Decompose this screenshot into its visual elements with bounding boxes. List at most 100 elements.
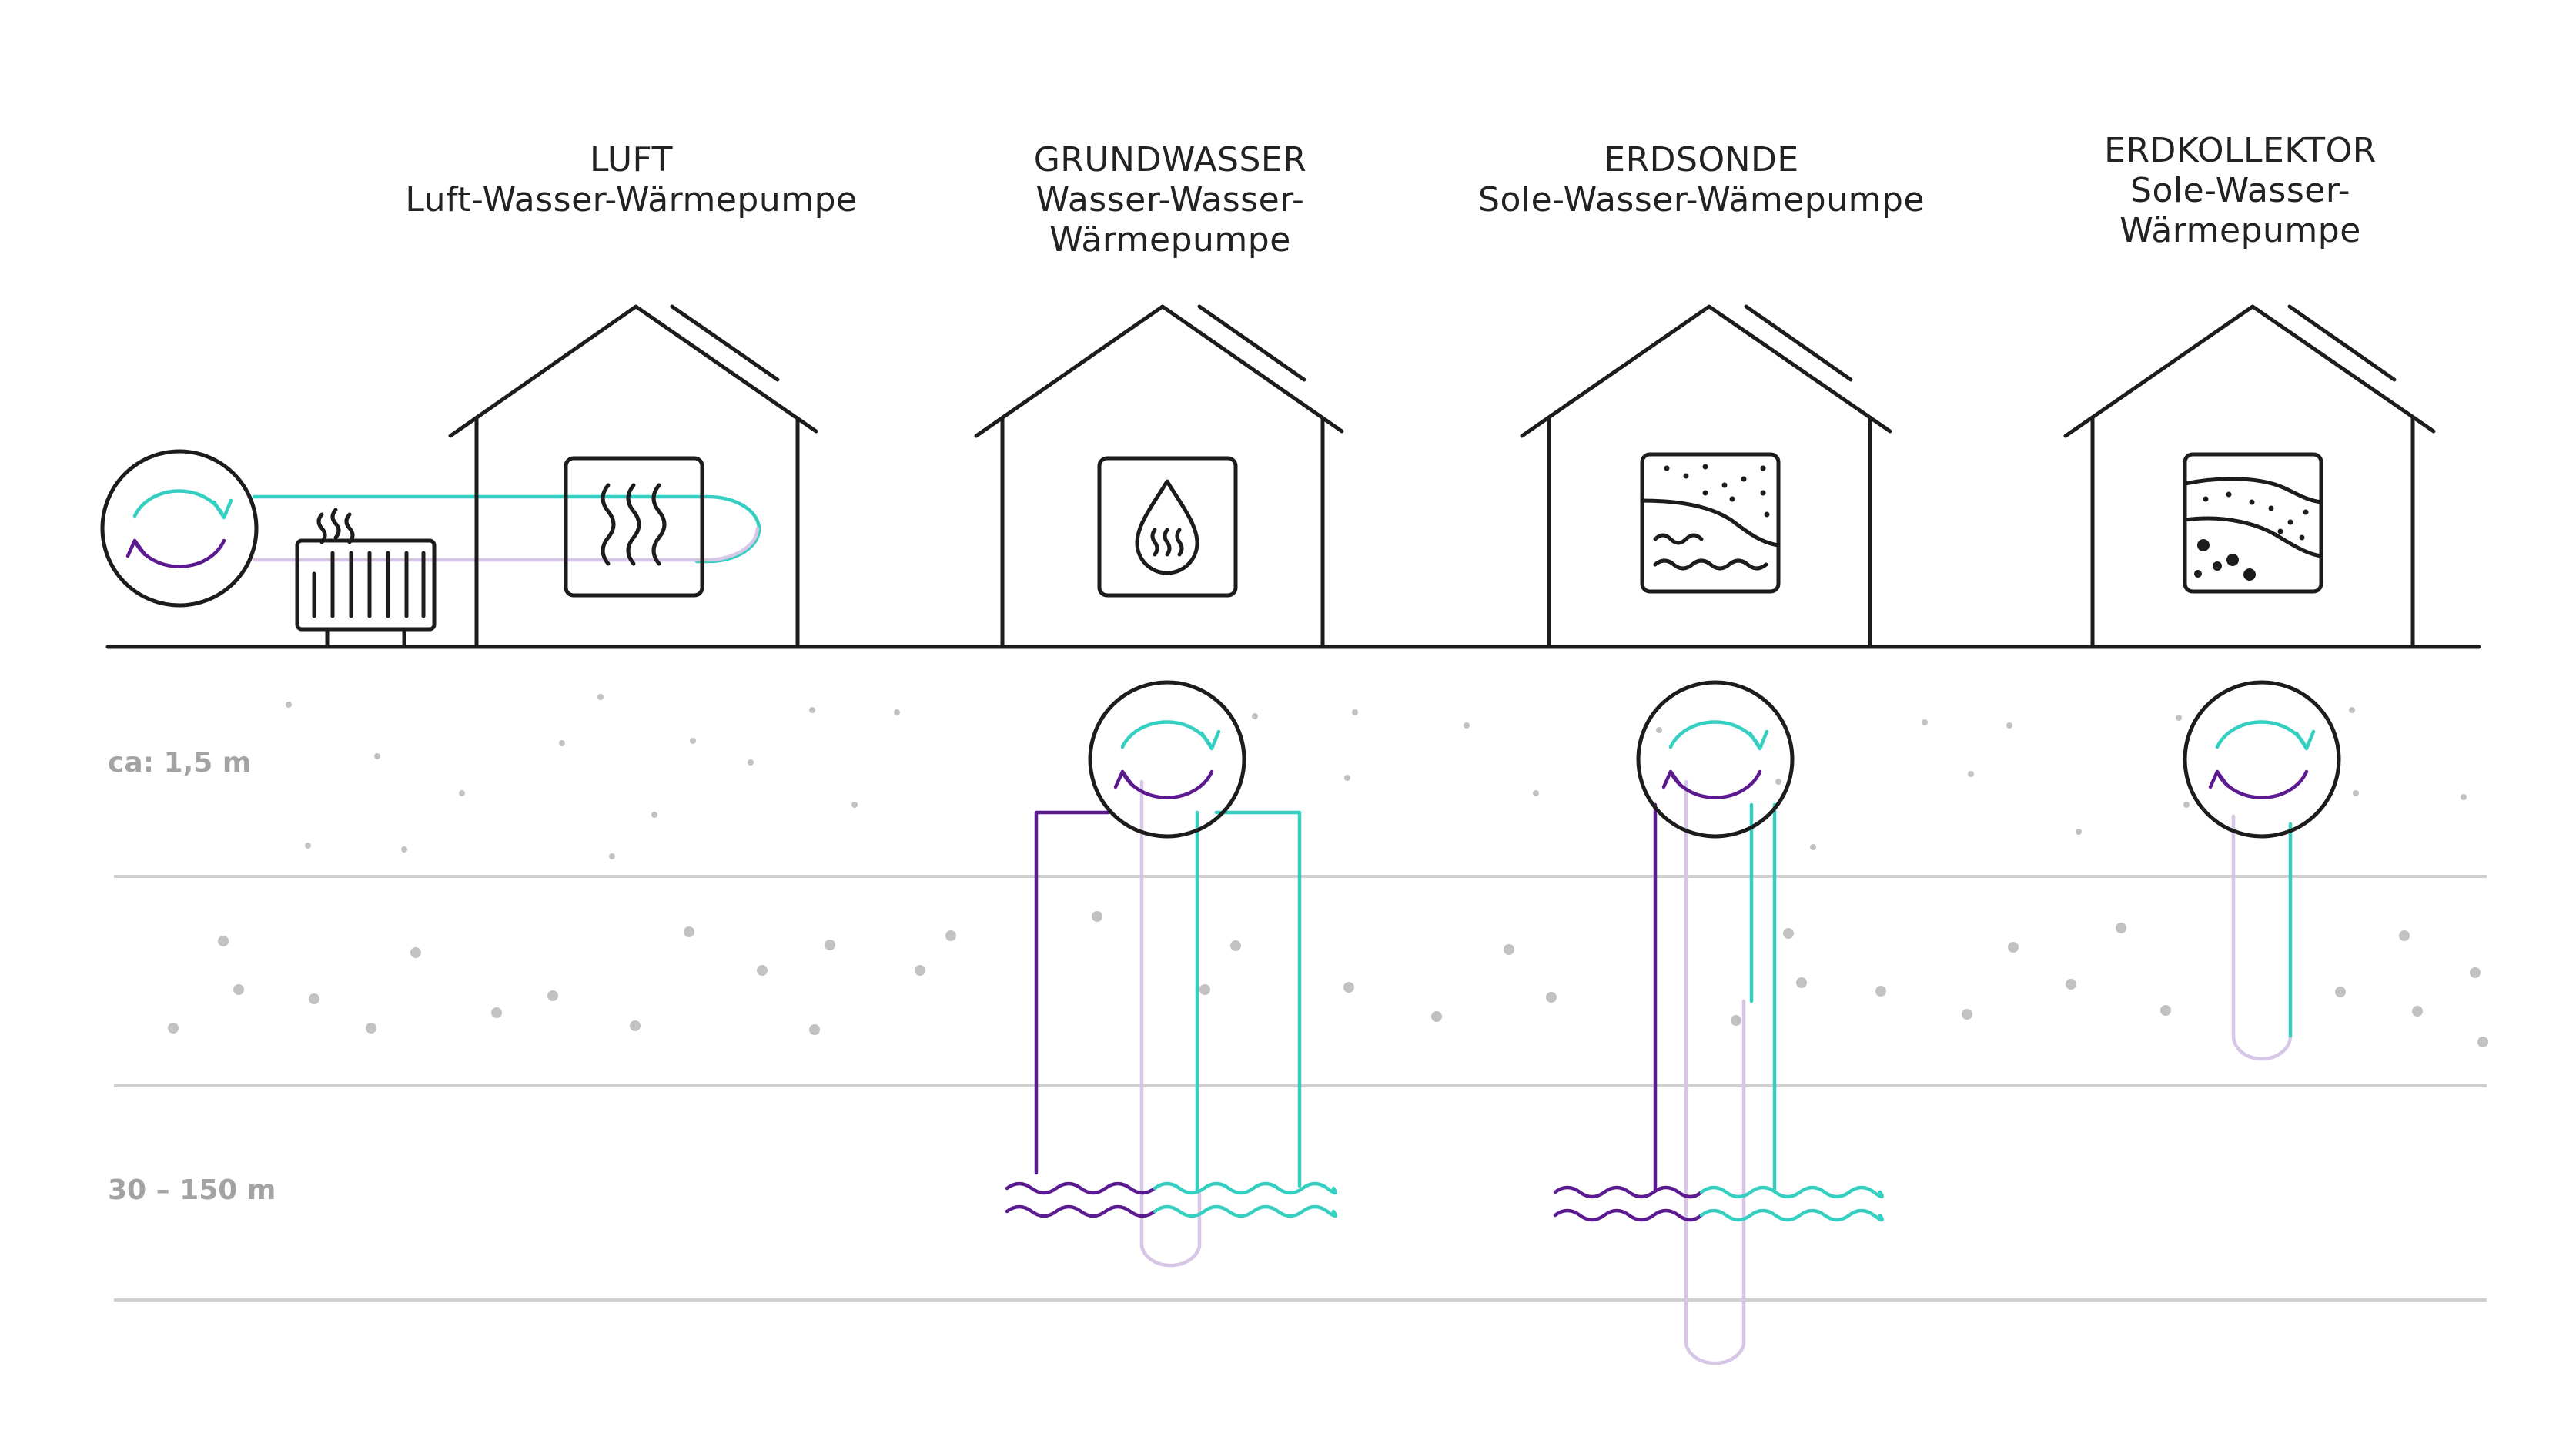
soil-dot — [309, 993, 319, 1004]
water-drop-icon — [1097, 456, 1238, 598]
house-luft-roof — [448, 304, 818, 438]
soil-dot — [609, 853, 615, 859]
title-luft-subtitle: Luft-Wasser-Wärmepumpe — [405, 180, 858, 219]
soil-dot — [1731, 1015, 1741, 1026]
soil-dot — [1252, 713, 1258, 719]
soil-dot — [2412, 1006, 2423, 1017]
house-erdkollektor — [2063, 304, 2436, 649]
soil-dot — [168, 1023, 179, 1034]
soil-dot — [684, 926, 694, 937]
title-grundwasser-heading: GRUNDWASSER — [1033, 140, 1307, 179]
house-grundwasser-roof — [974, 304, 1344, 438]
heat-pump-grundwasser — [1088, 680, 1246, 839]
house-erdkollektor-roof — [2063, 304, 2436, 438]
grundwasser-pipe-teal-outer — [1214, 810, 1302, 1188]
soil-dot — [2008, 942, 2019, 953]
soil-dot — [2477, 1037, 2488, 1047]
house-erdsonde-roof — [1520, 304, 1892, 438]
depth-label-shallow: ca: 1,5 m — [108, 747, 252, 779]
soil-dot — [1875, 986, 1886, 997]
soil-dot — [1656, 727, 1662, 733]
soil-dot — [1230, 940, 1241, 951]
title-luft: LUFT Luft-Wasser-Wärmepumpe — [370, 140, 893, 220]
house-erdkollektor-solar-panel — [2287, 304, 2397, 382]
title-erdkollektor-heading: ERDKOLLEKTOR — [2104, 131, 2377, 170]
soil-dot — [1546, 992, 1557, 1003]
soil-dot — [1464, 722, 1470, 729]
title-erdkollektor-subtitle-1: Sole-Wasser- — [2130, 171, 2350, 210]
soil-dot — [1796, 977, 1807, 988]
grundwasser-wave-1 — [1005, 1181, 1157, 1195]
soil-dot — [851, 802, 858, 808]
soil-dot — [547, 990, 558, 1001]
soil-stones-icon — [2183, 452, 2323, 594]
erdkollektor-pipe-lilac — [2231, 814, 2293, 1061]
erdsonde-wave-1 — [1553, 1185, 1704, 1199]
soil-dot — [2399, 930, 2410, 941]
soil-dot — [2349, 707, 2355, 713]
erdsonde-wave-2-teal — [1699, 1208, 1884, 1222]
soil-dot — [809, 1024, 820, 1035]
soil-dot — [1533, 790, 1539, 796]
soil-dot — [1968, 771, 1974, 777]
soil-dot — [2470, 967, 2481, 978]
soil-dot — [218, 936, 229, 946]
soil-dot — [459, 790, 465, 796]
soil-dot — [2066, 979, 2076, 990]
luft-system — [100, 304, 818, 649]
title-erdsonde-subtitle: Sole-Wasser-Wämepumpe — [1478, 180, 1925, 219]
soil-dot — [915, 965, 925, 976]
soil-dot — [1810, 844, 1816, 850]
heat-pump-luft — [100, 449, 259, 608]
soil-dot — [305, 843, 311, 849]
erdsonde-pipe-lilac — [1684, 779, 1746, 1365]
soil-dot — [1922, 719, 1928, 725]
grundwasser-pipe-lilac — [1139, 779, 1202, 1268]
house-erdsonde-solar-panel — [1744, 304, 1853, 382]
soil-dot — [2160, 1005, 2171, 1016]
soil-dot — [2335, 987, 2346, 997]
erdsonde-wave-2 — [1553, 1208, 1704, 1222]
luft-pipe-supply — [252, 494, 761, 564]
soil-dot — [366, 1023, 376, 1034]
soil-dot — [286, 702, 292, 708]
heat-pump-erdkollektor — [2183, 680, 2341, 839]
erdsonde-wave-1-teal — [1699, 1185, 1884, 1199]
title-luft-heading: LUFT — [590, 140, 673, 179]
soil-dot — [757, 965, 768, 976]
house-luft-solar-panel — [670, 304, 780, 382]
radiator-icon — [295, 508, 437, 648]
soil-dot — [491, 1007, 502, 1018]
title-erdkollektor-subtitle-2: Wärmepumpe — [2119, 211, 2361, 250]
soil-dot — [1343, 982, 1354, 993]
grundwasser-wave-2-teal — [1153, 1204, 1337, 1218]
soil-dot — [2353, 790, 2359, 796]
title-grundwasser-subtitle-1: Wasser-Wasser- — [1035, 180, 1305, 219]
house-erdsonde — [1520, 304, 1892, 649]
grundwasser-wave-1-teal — [1153, 1181, 1337, 1195]
soil-dot — [1199, 984, 1210, 995]
heat-waves-icon — [564, 456, 704, 598]
soil-dot — [233, 984, 244, 995]
soil-dot — [1092, 911, 1102, 922]
soil-dot — [2176, 715, 2182, 721]
grundwasser-system — [974, 304, 1344, 1268]
soil-dot — [1775, 779, 1781, 785]
soil-dot — [2183, 802, 2190, 808]
soil-dot — [945, 930, 956, 941]
soil-dots — [168, 694, 2488, 1047]
soil-dot — [374, 753, 380, 759]
heat-pump-erdsonde — [1636, 680, 1795, 839]
soil-dot — [651, 812, 657, 818]
grundwasser-pipe-purple — [1034, 810, 1111, 1175]
soil-dot — [597, 694, 604, 700]
soil-dot — [401, 846, 407, 853]
grundwasser-wave-2 — [1005, 1204, 1157, 1218]
soil-dot — [2076, 829, 2082, 835]
erdsonde-system — [1520, 304, 1892, 1365]
soil-dot — [630, 1020, 641, 1031]
soil-dot — [1783, 928, 1794, 939]
soil-dot — [410, 947, 421, 958]
soil-dot — [1504, 944, 1514, 955]
